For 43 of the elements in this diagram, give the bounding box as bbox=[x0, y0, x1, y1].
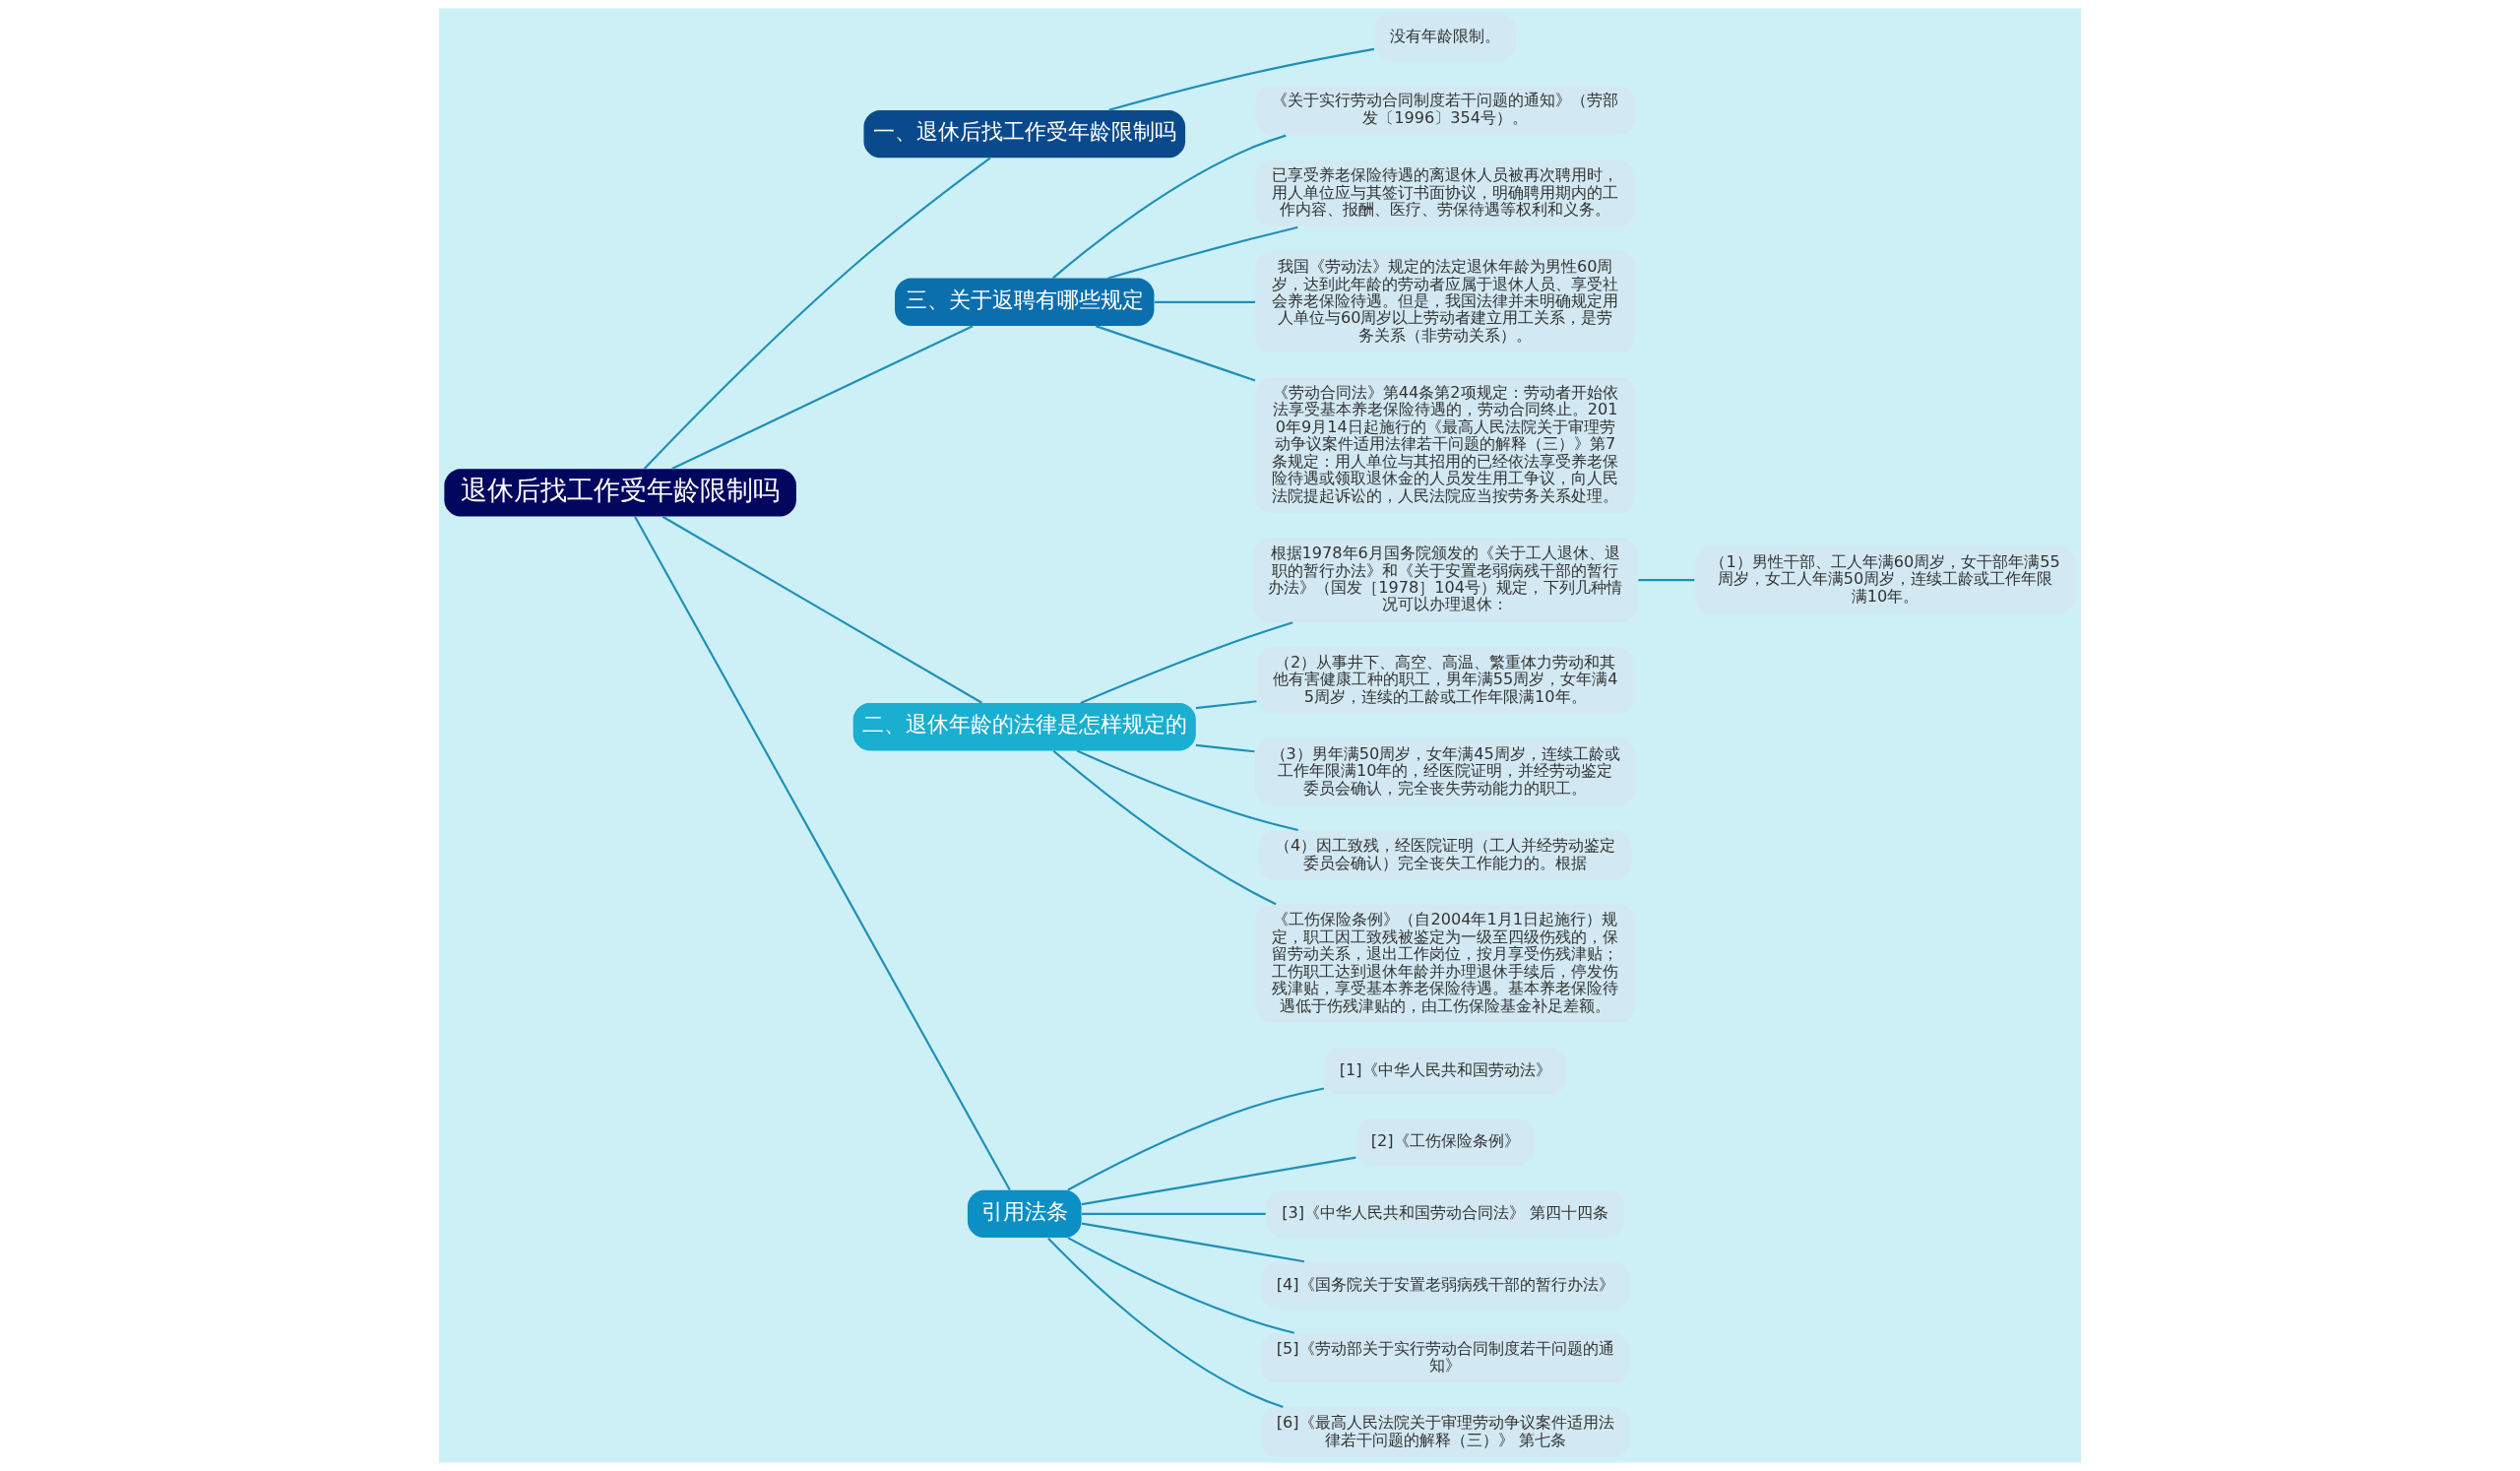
connector bbox=[1081, 1156, 1356, 1206]
node-box: 已享受养老保险待遇的离退休人员被再次聘用时，用人单位应与其签订书面协议，明确聘用期内的工作内容、报酬、医疗、劳保待遇等权利和义务。 bbox=[1255, 160, 1636, 227]
connector bbox=[1081, 1212, 1266, 1215]
node-box: （2）从事井下、高空、高温、繁重体力劳动和其他有害健康工种的职工，男年满55周岁，女年满45周岁，连续的工龄或工作年限满10年。 bbox=[1256, 646, 1634, 715]
node-box: 我国《劳动法》规定的法定退休年龄为男性60周岁，达到此年龄的劳动者应属于退休人员、享受社会养老保险待遇。但是，我国法律并未明确规定用人单位与60周岁以上劳动者建立用工关系，是劳务关系（非劳动关系）。 bbox=[1255, 251, 1636, 353]
connector bbox=[634, 516, 1011, 1190]
connector bbox=[643, 157, 991, 470]
connector bbox=[1067, 1237, 1295, 1334]
connector bbox=[1080, 621, 1293, 704]
node-box: （1）男性干部、工人年满60周岁，女干部年满55周岁，女工人年满50周岁，连续工龄或工作年限满10年。 bbox=[1694, 545, 2076, 614]
node-box: [2]《工伤保险条例》 bbox=[1355, 1119, 1535, 1167]
node-box: 退休后找工作受年龄限制吗 bbox=[444, 469, 796, 517]
node-box: [6]《最高人民法院关于审理劳动争议案件适用法律若干问题的解释（三）》 第七条 bbox=[1260, 1407, 1630, 1458]
connector bbox=[1155, 300, 1256, 303]
connector bbox=[1095, 325, 1256, 382]
node-box: 没有年龄限制。 bbox=[1374, 13, 1517, 62]
connector bbox=[1076, 749, 1298, 832]
connector bbox=[1081, 1222, 1305, 1263]
connector bbox=[1108, 47, 1375, 111]
node-box: 一、退休后找工作受年龄限制吗 bbox=[863, 109, 1186, 159]
connector bbox=[1195, 700, 1257, 710]
node-box: 三、关于返聘有哪些规定 bbox=[895, 278, 1155, 326]
node-box: （4）因工致残，经医院证明（工人并经劳动鉴定委员会确认）完全丧失工作能力的。根据 bbox=[1258, 830, 1632, 881]
node-box: 引用法条 bbox=[967, 1189, 1082, 1239]
node-box: 《劳动合同法》第44条第2项规定：劳动者开始依法享受基本养老保险待遇的，劳动合同终止。2010年9月14日起施行的《最高人民法院关于审理劳动争议案件适用法律若干问题的解释（三）》第7条规定：用人单位与其招用的已经依法享受养老保险待遇或领取退休金的人员发生用工争议，向人民法院提起诉讼的，人民法院应当按劳务关系处理。 bbox=[1255, 376, 1636, 514]
connector bbox=[1107, 225, 1298, 280]
node-box: [3]《中华人民共和国劳动合同法》 第四十四条 bbox=[1266, 1189, 1625, 1239]
node-box: （3）男年满50周岁，女年满45周岁，连续工龄或工作年限满10年的，经医院证明，并经劳动鉴定委员会确认，完全丧失劳动能力的职工。 bbox=[1254, 737, 1636, 806]
node-box: 二、退休年龄的法律是怎样规定的 bbox=[852, 703, 1196, 751]
node-box: 《工伤保险条例》（自2004年1月1日起施行）规定，职工因工致残被鉴定为一级至四级伤残的，保留劳动关系，退出工作岗位，按月享受伤残津贴；工伤职工达到退休年龄并办理退休手续后，停发伤残津贴，享受基本养老保险待遇。基本养老保险待遇低于伤残津贴的，由工伤保险基金补足差额。 bbox=[1255, 904, 1636, 1024]
connector bbox=[1195, 743, 1255, 753]
node-box: [4]《国务院关于安置老弱病残干部的暂行办法》 bbox=[1260, 1261, 1630, 1310]
connector bbox=[671, 325, 974, 471]
connector bbox=[1067, 1087, 1325, 1191]
connector bbox=[1047, 1237, 1284, 1409]
node-box: [5]《劳动部关于实行劳动合同制度若干问题的通知》 bbox=[1260, 1332, 1630, 1383]
node-box: 《关于实行劳动合同制度若干问题的通知》（劳部发〔1996〕354号）。 bbox=[1255, 85, 1636, 136]
connector bbox=[1638, 579, 1695, 582]
connector bbox=[662, 515, 982, 704]
connector bbox=[1052, 134, 1287, 280]
node-box: 根据1978年6月国务院颁发的《关于工人退休、退职的暂行办法》和《关于安置老弱病残干部的暂行办法》（国发［1978］104号）规定，下列几种情况可以办理退休： bbox=[1252, 538, 1638, 623]
connector bbox=[1052, 749, 1277, 906]
node-box: [1]《中华人民共和国劳动法》 bbox=[1324, 1047, 1567, 1095]
